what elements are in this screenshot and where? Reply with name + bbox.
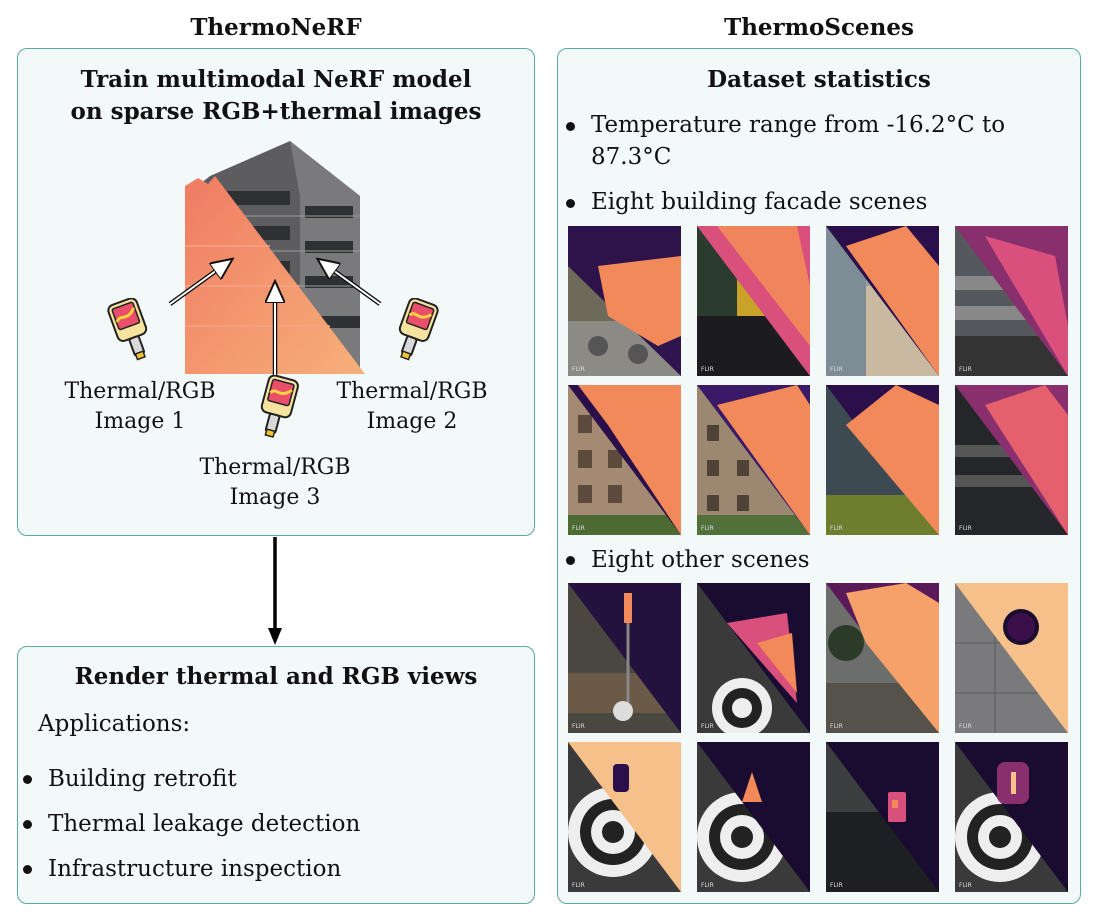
thermal-camera-icon — [398, 298, 439, 361]
facade-scene-thumbnail: FLIR — [568, 385, 681, 535]
bullet-icon — [23, 775, 32, 784]
train-heading-line1: Train multimodal NeRF model — [80, 66, 472, 93]
stat-temperature-line1: Temperature range from -16.2°C to — [591, 112, 1006, 138]
camera-label-3-line2: Image 3 — [229, 485, 321, 510]
dataset-heading: Dataset statistics — [707, 66, 931, 93]
flir-watermark: FLIR — [572, 882, 585, 889]
camera-label-1-line2: Image 1 — [94, 409, 186, 434]
application-item: Infrastructure inspection — [48, 856, 342, 882]
bullet-icon — [566, 556, 575, 565]
flir-watermark: FLIR — [701, 366, 714, 373]
facade-scene-thumbnail: FLIR — [955, 385, 1068, 535]
stat-other-scenes: Eight other scenes — [591, 547, 810, 573]
facade-scene-thumbnail: FLIR — [826, 385, 939, 535]
flir-watermark: FLIR — [701, 723, 714, 730]
flir-watermark: FLIR — [959, 882, 972, 889]
flir-watermark: FLIR — [830, 525, 843, 532]
other-scene-thumbnail: FLIR — [955, 583, 1068, 733]
flir-watermark: FLIR — [572, 525, 585, 532]
camera-label-2: Thermal/RGB Image 2 — [312, 377, 512, 437]
facade-scene-thumbnail: FLIR — [568, 226, 681, 376]
train-heading-line2: on sparse RGB+thermal images — [70, 98, 482, 125]
flir-watermark: FLIR — [959, 366, 972, 373]
camera-label-2-line1: Thermal/RGB — [336, 379, 488, 404]
flir-watermark: FLIR — [830, 366, 843, 373]
facade-scene-thumbnail: FLIR — [826, 226, 939, 376]
stat-facade-scenes: Eight building facade scenes — [591, 189, 928, 215]
thermonerf-title: ThermoNeRF — [190, 14, 362, 41]
camera-label-3-line1: Thermal/RGB — [199, 455, 351, 480]
thermal-camera-icon — [260, 375, 299, 438]
flir-watermark: FLIR — [959, 525, 972, 532]
bullet-icon — [23, 865, 32, 874]
other-scene-thumbnail: FLIR — [697, 742, 810, 892]
render-heading: Render thermal and RGB views — [74, 663, 478, 690]
facade-scene-thumbnail: FLIR — [697, 226, 810, 376]
application-item: Thermal leakage detection — [48, 811, 361, 837]
flir-watermark: FLIR — [701, 882, 714, 889]
camera-label-1-line1: Thermal/RGB — [64, 379, 216, 404]
render-box — [17, 646, 535, 904]
other-scene-thumbnail: FLIR — [568, 742, 681, 892]
flir-watermark: FLIR — [830, 882, 843, 889]
applications-label: Applications: — [38, 711, 191, 737]
flir-watermark: FLIR — [572, 366, 585, 373]
flir-watermark: FLIR — [959, 723, 972, 730]
flir-watermark: FLIR — [830, 723, 843, 730]
thermal-camera-icon — [107, 298, 148, 361]
other-scene-thumbnail: FLIR — [568, 583, 681, 733]
stat-temperature-line2: 87.3°C — [591, 144, 672, 170]
camera-label-3: Thermal/RGB Image 3 — [175, 453, 375, 513]
bullet-icon — [566, 122, 575, 131]
other-scene-thumbnail: FLIR — [697, 583, 810, 733]
flir-watermark: FLIR — [572, 723, 585, 730]
camera-label-2-line2: Image 2 — [366, 409, 458, 434]
other-scene-thumbnail: FLIR — [826, 742, 939, 892]
facade-scene-thumbnail: FLIR — [955, 226, 1068, 376]
application-item: Building retrofit — [48, 766, 237, 792]
bullet-icon — [23, 820, 32, 829]
other-scene-thumbnail: FLIR — [826, 583, 939, 733]
bullet-icon — [566, 199, 575, 208]
flir-watermark: FLIR — [701, 525, 714, 532]
facade-scene-thumbnail: FLIR — [697, 385, 810, 535]
camera-label-1: Thermal/RGB Image 1 — [40, 377, 240, 437]
other-scene-thumbnail: FLIR — [955, 742, 1068, 892]
thermoscenes-title: ThermoScenes — [724, 14, 914, 41]
